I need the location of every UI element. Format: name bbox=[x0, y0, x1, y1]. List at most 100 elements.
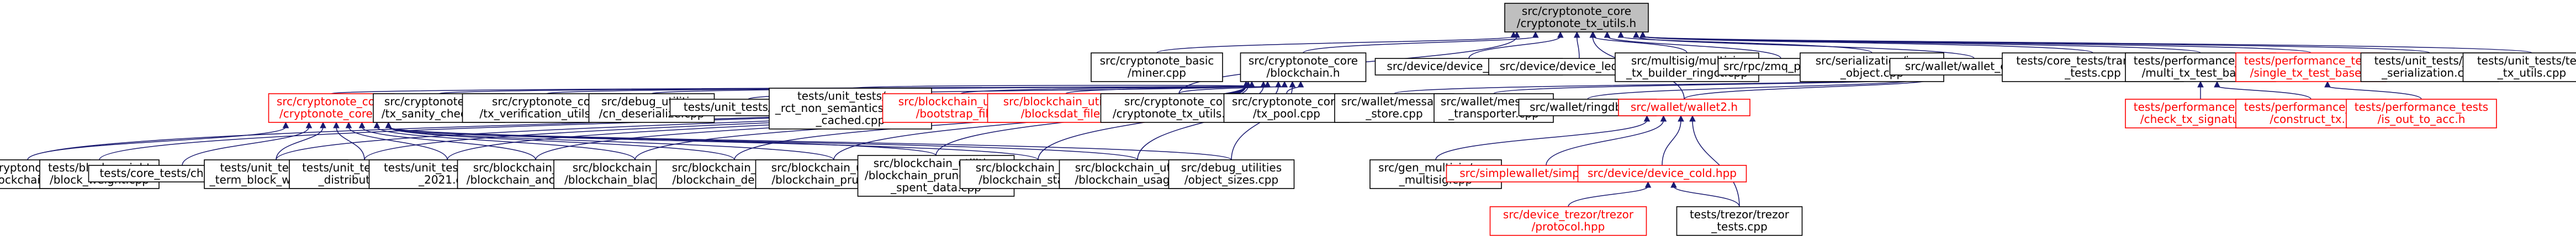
edge-w2-to-werr bbox=[1684, 79, 1931, 100]
edge-sw-to-w2 bbox=[1546, 120, 1664, 166]
node-box bbox=[1577, 165, 1747, 182]
graph-node-trez[interactable]: src/device_trezor/trezor/protocol.hpp bbox=[1489, 206, 1647, 236]
node-label-line: src/cryptonote_core bbox=[1249, 54, 1358, 67]
edge-arrowhead bbox=[320, 121, 326, 128]
edge-arrowhead bbox=[1275, 80, 1282, 88]
edge-tut-to-root bbox=[1642, 36, 2532, 53]
graph-node-oka[interactable]: tests/performance_tests/is_out_to_acc.h bbox=[2346, 99, 2497, 128]
edge-pks-to-cc_h bbox=[388, 126, 937, 156]
node-box bbox=[1676, 206, 1803, 236]
node-box bbox=[1489, 206, 1647, 236]
graph-node-w2[interactable]: src/wallet/wallet2.h bbox=[1618, 99, 1750, 116]
graph-node-gen[interactable]: src/gen_multisig/gen_multisig.cpp bbox=[1369, 159, 1502, 189]
edge-msig-to-root bbox=[1593, 36, 1688, 53]
edge-oka-to-stb bbox=[2327, 85, 2422, 100]
node-box bbox=[1168, 159, 1295, 189]
edge-stats-to-cc_h bbox=[388, 126, 1039, 160]
edge-arrowhead bbox=[358, 121, 366, 128]
node-label-line: /cryptonote_tx_utils.h bbox=[1517, 17, 1636, 30]
edge-arrowhead bbox=[1633, 31, 1639, 38]
graph-node-cold[interactable]: src/device/device_cold.hpp bbox=[1577, 165, 1747, 182]
node-box bbox=[2346, 99, 2497, 128]
node-box bbox=[2462, 52, 2576, 82]
edge-arrowhead bbox=[1689, 115, 1696, 122]
node-label-line: /cryptonote_tx_utils.cpp bbox=[1113, 107, 1245, 120]
graph-node-bc_h[interactable]: src/cryptonote_core/blockchain.h bbox=[1240, 52, 1367, 82]
edge-arrowhead bbox=[1297, 80, 1304, 88]
graph-node-root[interactable]: src/cryptonote_core/cryptonote_tx_utils.… bbox=[1504, 3, 1649, 33]
node-box bbox=[1091, 52, 1223, 82]
node-label-line: _tests.cpp bbox=[1711, 220, 1768, 233]
edge-arrowhead bbox=[385, 121, 392, 128]
node-label-line: tests/trezor/trezor bbox=[1690, 208, 1790, 221]
edge-ctx-to-mtb bbox=[2217, 85, 2311, 100]
edge-arrowhead bbox=[2197, 80, 2204, 88]
node-label-line: /object_sizes.cpp bbox=[1184, 173, 1278, 186]
edge-arrowhead bbox=[1670, 181, 1677, 188]
edge-arrowhead bbox=[1604, 31, 1611, 38]
edge-arrowhead bbox=[345, 121, 352, 128]
node-label-line: /protocol.hpp bbox=[1532, 220, 1605, 233]
edge-arrowhead bbox=[282, 121, 289, 128]
edge-rpcd-to-werr bbox=[1587, 79, 1917, 100]
node-label-line: src/device/device_cold.hpp bbox=[1588, 166, 1737, 180]
edge-arrowhead bbox=[2324, 80, 2331, 88]
edge-gen-to-w2 bbox=[1435, 120, 1648, 160]
graph-node-ttc[interactable]: tests/trezor/trezor_tests.cpp bbox=[1676, 206, 1803, 236]
node-label-line: src/cryptonote_core bbox=[1124, 95, 1234, 108]
node-label-line: src/cryptonote_core bbox=[277, 95, 386, 108]
edge-arrowhead bbox=[373, 121, 380, 128]
node-label-line: /cryptonote_core.h bbox=[279, 107, 383, 120]
node-label-line: /construct_tx.h bbox=[2270, 112, 2352, 126]
node-label-line: /single_tx_test_base.h bbox=[2250, 66, 2372, 79]
edge-ttc-to-w2 bbox=[1692, 120, 1740, 207]
edge-arrowhead bbox=[1589, 31, 1596, 38]
graph-node-desr[interactable]: src/debug_utilities/cn_deserialize.cpp bbox=[588, 93, 715, 123]
edge-arrowhead bbox=[1643, 115, 1651, 122]
edge-trez-to-cold bbox=[1568, 186, 1649, 207]
graph-node-tut[interactable]: tests/unit_tests/test_tx_utils.cpp bbox=[2462, 52, 2576, 82]
node-label-line: src/device_trezor/trezor bbox=[1503, 208, 1634, 221]
edge-scal-to-cc_h bbox=[348, 126, 448, 160]
edge-arrowhead bbox=[1245, 80, 1252, 88]
edge-rpc-to-root bbox=[1606, 36, 1781, 59]
node-label-line: src/wallet/wallet2.h bbox=[1631, 100, 1738, 114]
edge-cold-to-w2 bbox=[1662, 120, 1681, 166]
node-label-line: tests/unit_tests/test bbox=[2477, 54, 2576, 67]
edge-prune-to-cc_h bbox=[388, 126, 834, 160]
edge-arrowhead bbox=[1281, 80, 1288, 88]
graph-node-pool[interactable]: src/cryptonote_core/tx_pool.cpp bbox=[1223, 93, 1350, 123]
edge-devdef-to-root bbox=[1468, 36, 1561, 59]
node-label-line: src/cryptonote_basic bbox=[1100, 54, 1214, 67]
edge-outd-to-cc_h bbox=[336, 126, 365, 160]
edge-werr-to-root bbox=[1636, 36, 1975, 59]
graph-nodes: src/cryptonote_core/cryptonote_tx_utils.… bbox=[0, 3, 2576, 236]
edge-arrowhead bbox=[1514, 31, 1520, 38]
edge-bc_h-to-root bbox=[1303, 36, 1536, 53]
edge-desr-to-bc_h bbox=[651, 85, 1247, 94]
edge-lterm-to-cc_h bbox=[276, 126, 324, 160]
edge-arrowhead bbox=[305, 121, 313, 128]
graph-node-osz[interactable]: src/debug_utilities/object_sizes.cpp bbox=[1168, 159, 1295, 189]
edge-arrowhead bbox=[1289, 80, 1296, 88]
edge-arrowhead bbox=[1639, 31, 1646, 38]
edge-anc-to-cc_h bbox=[361, 126, 536, 160]
edge-bdb-to-bc_h bbox=[1065, 85, 1268, 94]
edge-arrowhead bbox=[1557, 31, 1564, 38]
node-label-line: _tests.cpp bbox=[2064, 66, 2121, 79]
node-box bbox=[1240, 52, 1367, 82]
edge-chg-to-cc_h bbox=[182, 126, 310, 166]
node-label-line: _cached.cpp bbox=[816, 114, 885, 127]
edge-ttc-to-cold bbox=[1673, 186, 1740, 207]
node-label-line: tests/performance_tests bbox=[2244, 54, 2378, 67]
edge-arrowhead bbox=[1617, 31, 1625, 38]
edge-arrowhead bbox=[1644, 181, 1652, 188]
graph-node-miner[interactable]: src/cryptonote_basic/miner.cpp bbox=[1091, 52, 1223, 82]
edge-arrowhead bbox=[1660, 115, 1667, 122]
edge-bball-to-cc_h bbox=[376, 126, 636, 160]
node-label-line: src/debug_utilities bbox=[1181, 161, 1282, 174]
edge-osz-to-cc_h bbox=[388, 126, 1232, 160]
node-label-line: _store.cpp bbox=[1365, 107, 1422, 120]
node-label-line: src/cryptonote_core bbox=[1522, 4, 1631, 18]
